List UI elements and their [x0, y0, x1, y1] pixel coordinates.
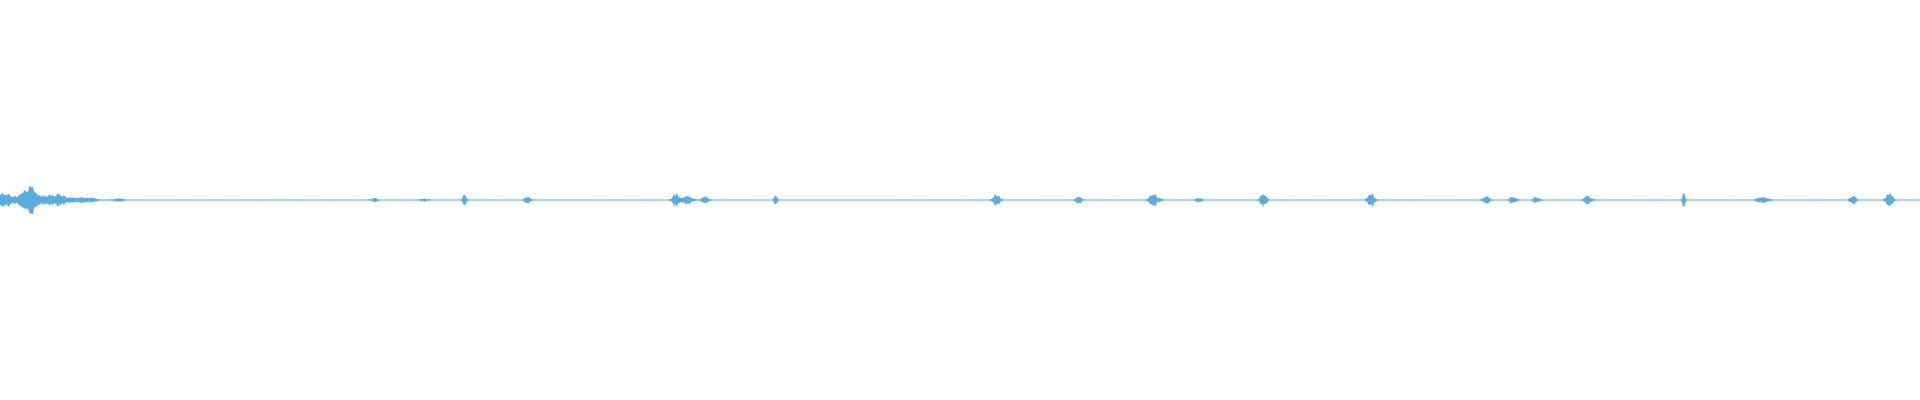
waveform-signal — [0, 185, 1919, 215]
